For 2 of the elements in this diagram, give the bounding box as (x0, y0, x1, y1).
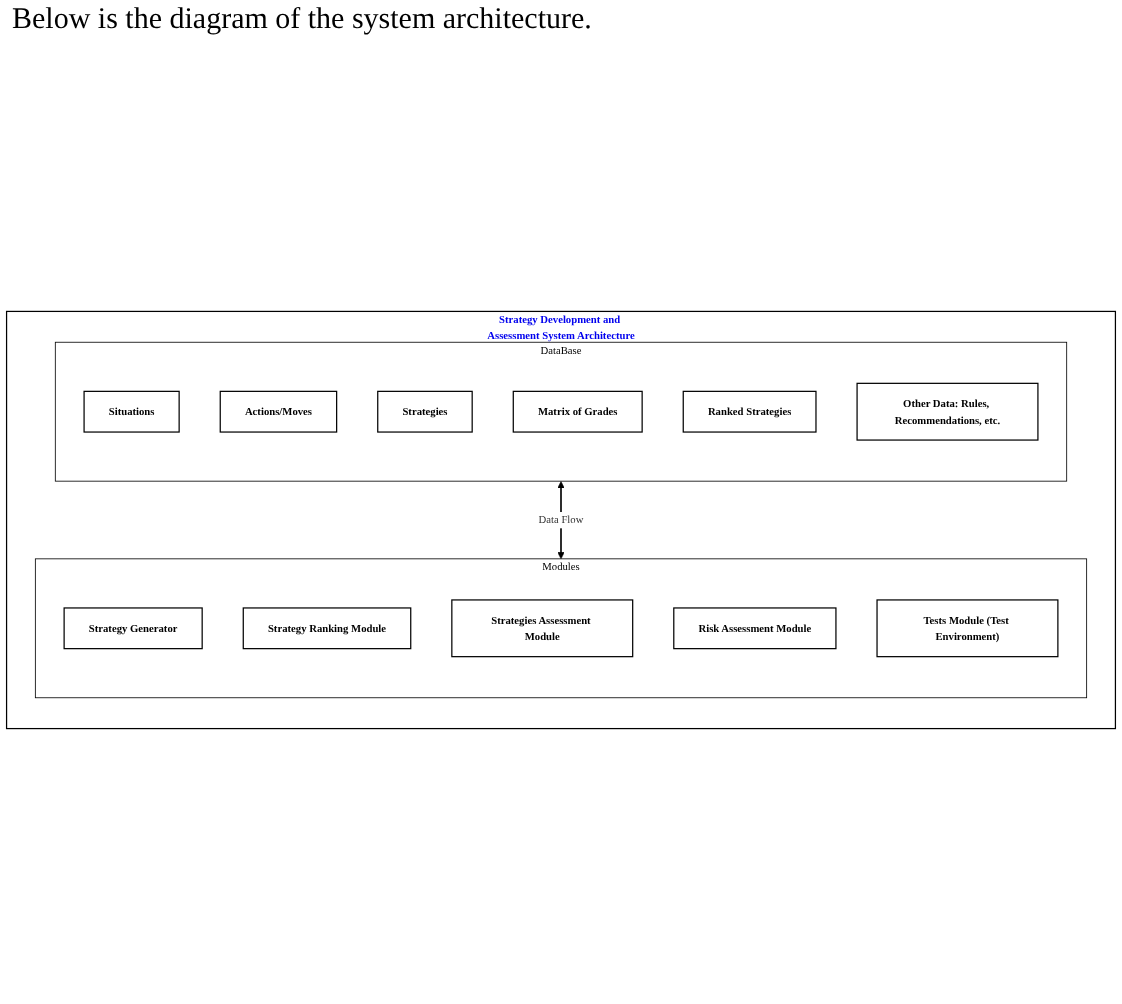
arrow (557, 481, 565, 560)
intro-text: Below is the diagram of the system architecture. (10, 2, 594, 40)
